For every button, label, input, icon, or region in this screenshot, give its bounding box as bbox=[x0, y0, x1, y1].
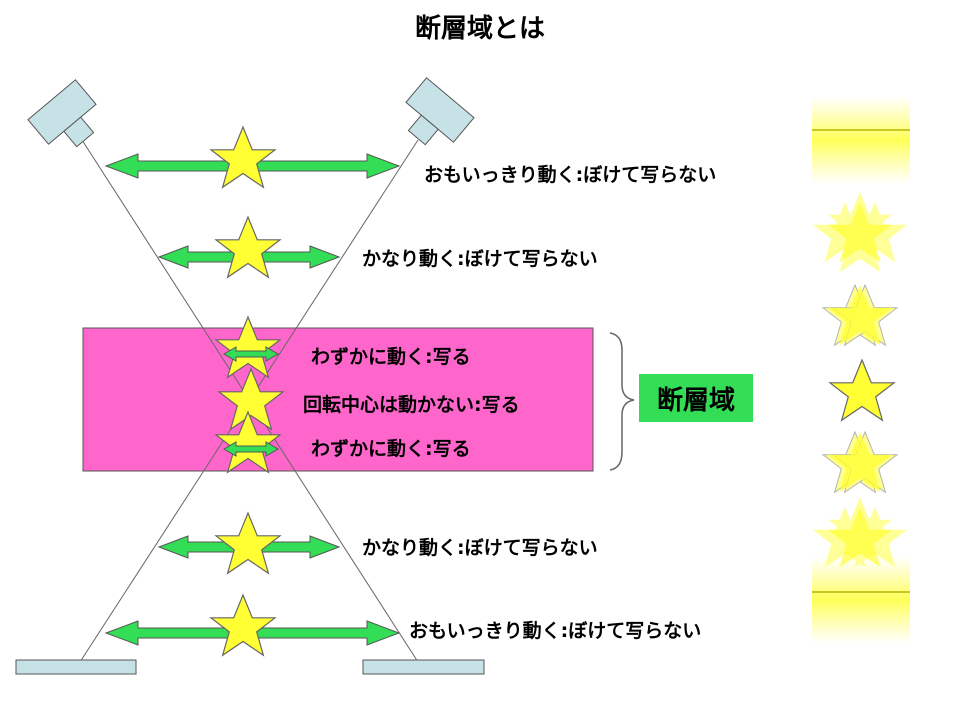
row-label-1: おもいっきり動く:ぼけて写らない bbox=[424, 164, 717, 186]
row-label-6: かなり動く:ぼけて写らない bbox=[362, 537, 598, 559]
star-icon bbox=[215, 216, 281, 278]
double-arrow-icon bbox=[223, 346, 279, 362]
row-label-4: 回転中心は動かない:写る bbox=[303, 394, 520, 416]
x-ray-tube-right-icon bbox=[405, 77, 475, 146]
star-icon bbox=[210, 126, 276, 188]
brace-icon bbox=[609, 332, 635, 471]
blurred-star-column bbox=[812, 96, 910, 644]
detector-right-icon bbox=[362, 659, 485, 675]
star-icon bbox=[210, 594, 276, 656]
double-arrow-icon bbox=[223, 441, 279, 457]
row-label-3: わずかに動く:写る bbox=[311, 346, 471, 368]
row-label-5: わずかに動く:写る bbox=[311, 438, 471, 460]
tomographic-layer-zone bbox=[82, 327, 594, 472]
page-title: 断層域とは bbox=[414, 14, 545, 44]
x-ray-tube-left-icon bbox=[27, 79, 97, 148]
row-label-2: かなり動く:ぼけて写らない bbox=[362, 248, 598, 270]
row-label-7: おもいっきり動く:ぼけて写らない bbox=[409, 620, 702, 642]
detector-left-icon bbox=[15, 659, 137, 675]
star-icon bbox=[215, 512, 281, 574]
tomographic-zone-label: 断層域 bbox=[639, 374, 753, 422]
